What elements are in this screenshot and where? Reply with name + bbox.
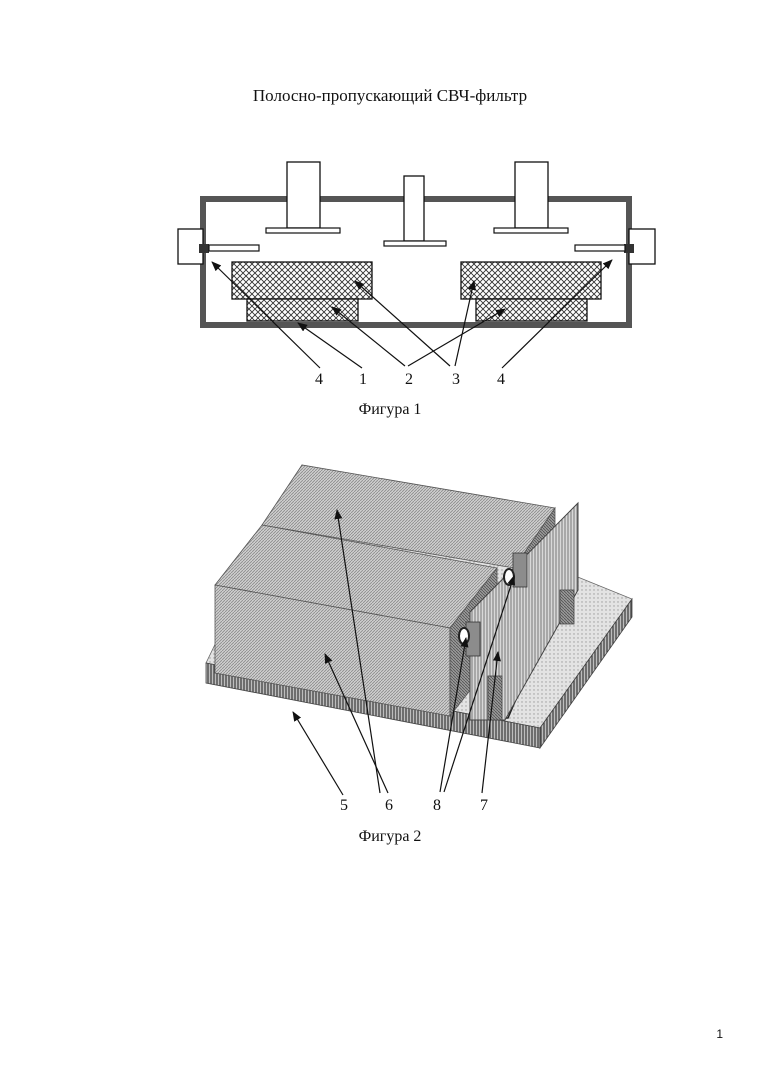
top-post-left <box>286 161 321 229</box>
figure1-caption: Фигура 1 <box>358 401 422 418</box>
side-pin-left <box>199 244 209 253</box>
connector-8-lower-ring <box>458 627 470 645</box>
leader-3-a <box>354 280 451 367</box>
leader-7 <box>481 651 501 794</box>
leader-4-right <box>501 259 613 369</box>
base-right-edge <box>539 597 633 750</box>
top-post-right <box>514 161 549 229</box>
leader-8-a <box>439 637 469 793</box>
leader-1 <box>297 322 363 369</box>
fig1-label-1: 1 <box>359 371 367 388</box>
fig2-label-6: 6 <box>385 797 393 814</box>
connector-8-upper-ring <box>503 568 515 586</box>
resonator-right-top <box>460 261 602 300</box>
side-pin-right <box>624 244 634 253</box>
page-number: 1 <box>716 1027 723 1041</box>
top-post-center <box>403 175 425 242</box>
leader-2-b <box>407 308 506 367</box>
plate-left <box>265 227 341 234</box>
plate-mount-top <box>559 589 575 625</box>
fig2-label-8: 8 <box>433 797 441 814</box>
leader-6-b <box>324 653 389 794</box>
fig1-label-4-left: 4 <box>315 371 323 388</box>
leader-6-a <box>334 509 381 794</box>
figure2-caption: Фигура 2 <box>358 828 422 845</box>
feed-line-left <box>208 244 260 252</box>
leader-5 <box>292 711 344 796</box>
resonator-right-bottom <box>475 298 588 322</box>
leader-2-a <box>331 306 406 367</box>
fig2-label-5: 5 <box>340 797 348 814</box>
document-title: Полосно-пропускающий СВЧ-фильтр <box>252 86 528 105</box>
fig1-label-2: 2 <box>405 371 413 388</box>
fig1-label-3: 3 <box>452 371 460 388</box>
resonator-left-top <box>231 261 373 300</box>
plate-right <box>493 227 569 234</box>
fig1-label-4-right: 4 <box>497 371 505 388</box>
figure2-drawing: 5 6 8 7 <box>205 464 633 814</box>
fig2-label-7: 7 <box>480 797 488 814</box>
side-connector-left <box>177 228 204 265</box>
connector-8-upper-body <box>512 552 528 588</box>
leader-8-b <box>443 575 516 793</box>
feed-line-right <box>574 244 626 252</box>
leader-4-left <box>211 261 321 369</box>
resonator-left-bottom <box>246 298 359 322</box>
plate-center <box>383 240 447 247</box>
leader-3-b <box>454 280 476 367</box>
figure1-drawing: 4 1 2 3 4 <box>177 161 656 388</box>
